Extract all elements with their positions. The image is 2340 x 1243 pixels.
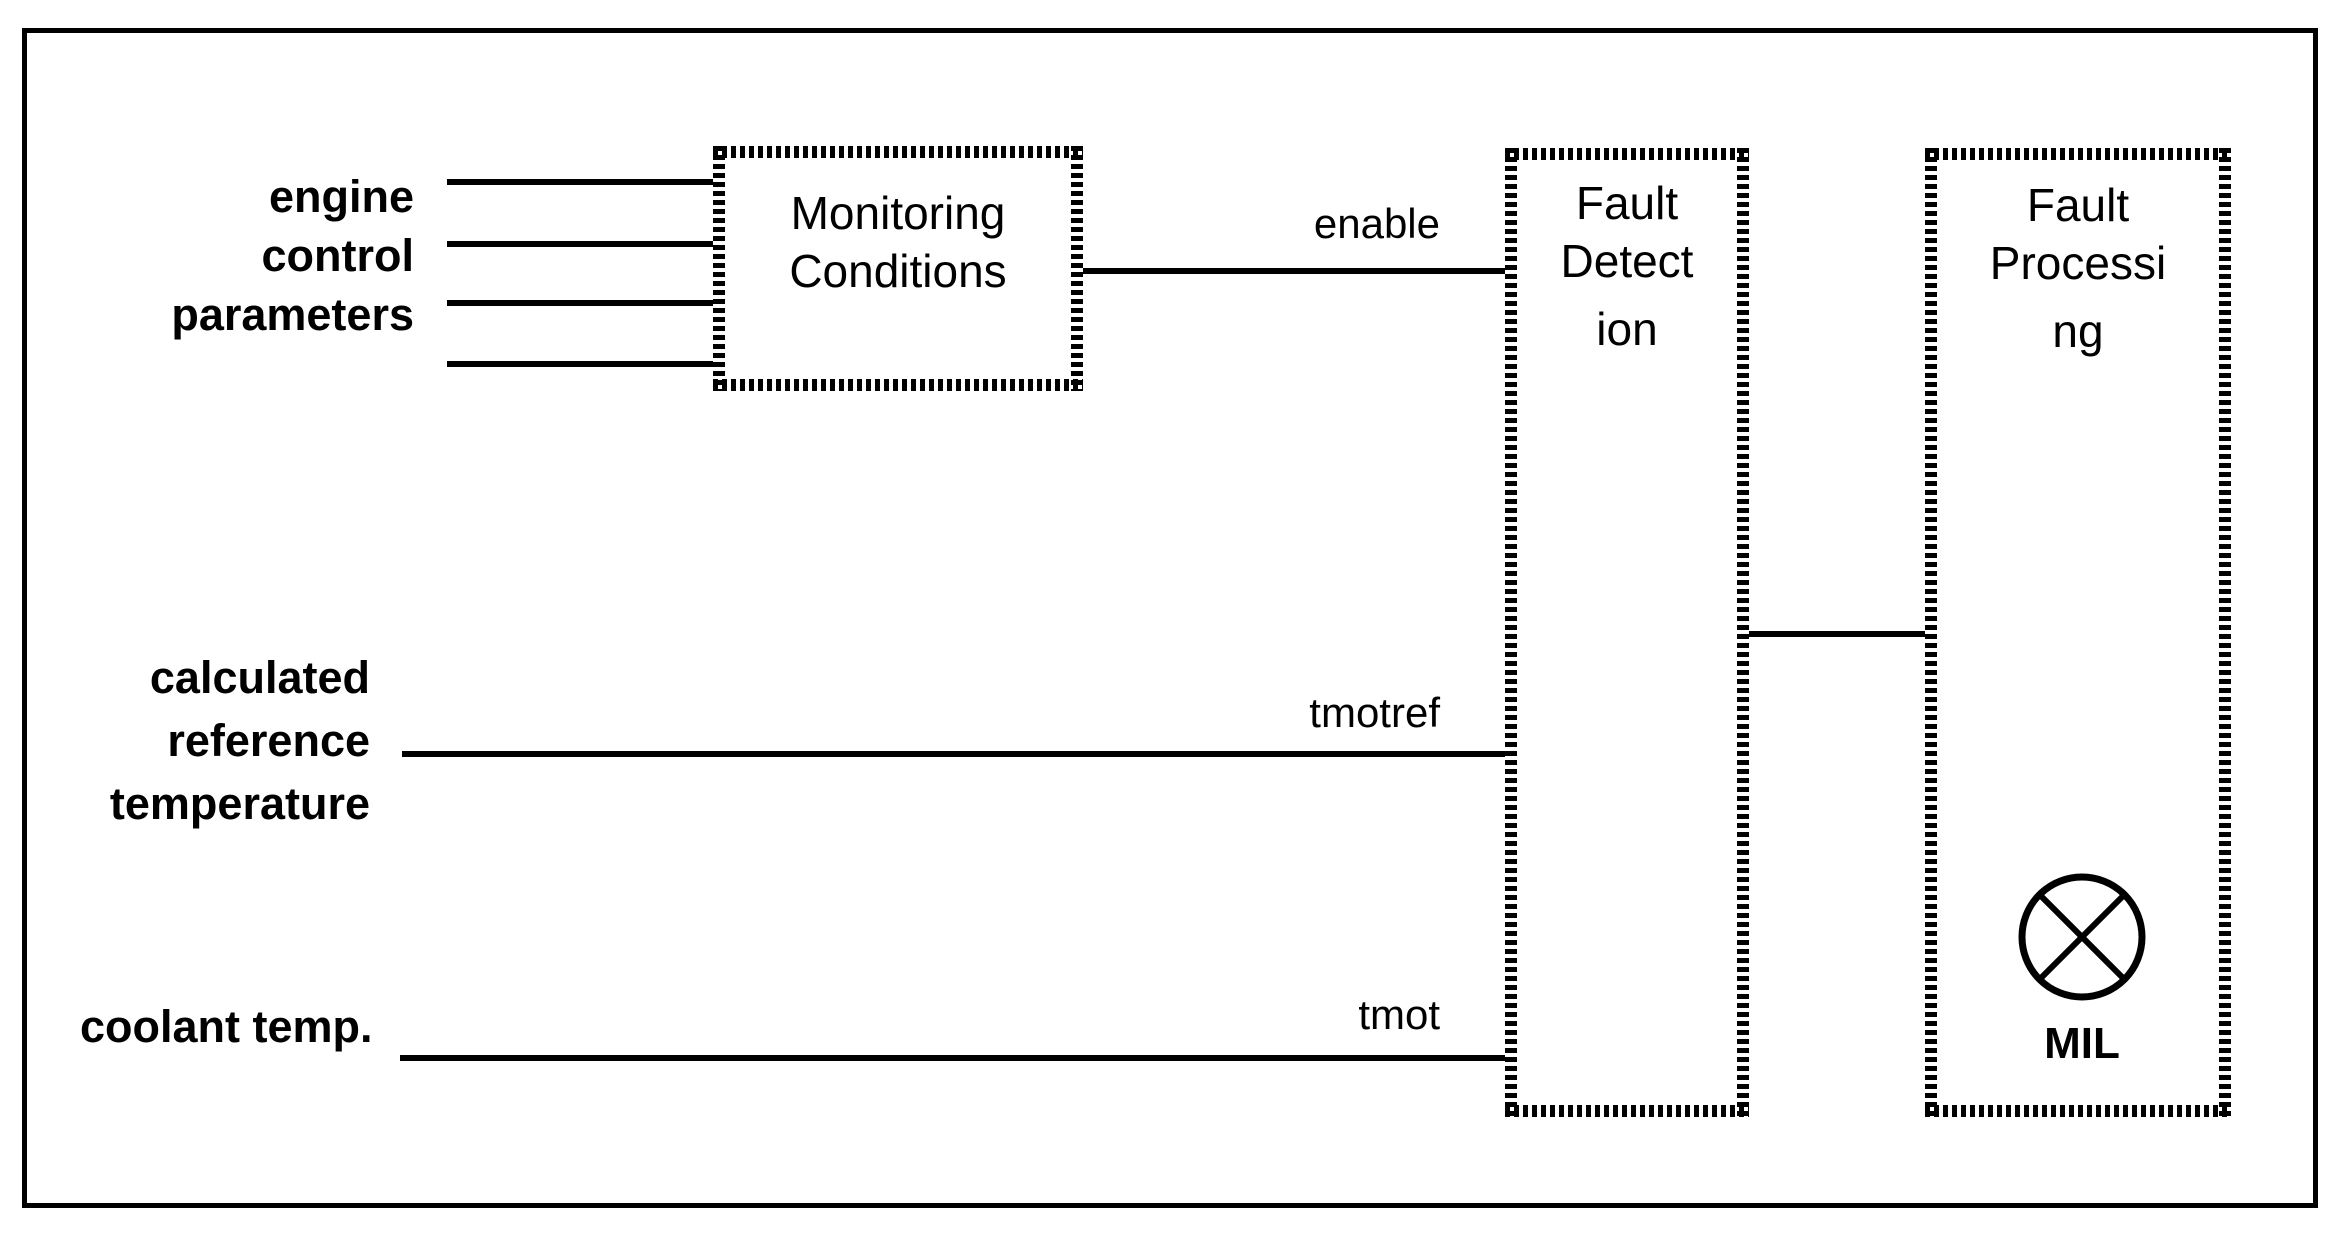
tmotref-signal-line: [402, 751, 1511, 757]
tmotref-signal-label: tmotref: [1309, 689, 1440, 736]
monitoring-conditions-title: Monitoring Conditions: [713, 146, 1083, 300]
reference-label-line: temperature: [109, 778, 370, 829]
fault-detection-block: Fault Detect ion: [1505, 148, 1749, 1117]
calculated-reference-temperature-label: calculated reference temperature: [110, 646, 370, 835]
reference-label-line: calculated: [149, 652, 370, 703]
block-title-line: Detect: [1560, 235, 1694, 287]
detection-to-processing-line: [1742, 631, 1931, 637]
block-title-line: Conditions: [789, 245, 1007, 297]
monitoring-conditions-block: Monitoring Conditions: [713, 146, 1083, 391]
tick-border-bottom: [1505, 1105, 1749, 1117]
block-title-line: Monitoring: [790, 187, 1006, 239]
block-title-line: ng: [2052, 305, 2104, 357]
tick-border-left: [713, 146, 725, 391]
tick-border-right: [1737, 148, 1749, 1117]
tmot-signal-label: tmot: [1358, 991, 1440, 1038]
block-title-line: ion: [1596, 303, 1658, 355]
engine-label-line: parameters: [171, 289, 414, 340]
engine-control-parameters-label: engine control parameters: [171, 167, 414, 344]
fault-processing-block: Fault Processi ng: [1925, 148, 2231, 1117]
enable-signal-line: [1082, 268, 1511, 274]
engine-input-line-2: [447, 241, 719, 247]
block-title-line: Fault: [1575, 177, 1679, 229]
tick-border-left: [1925, 148, 1937, 1117]
engine-input-line-3: [447, 300, 719, 306]
tick-border-top: [1505, 148, 1749, 160]
tick-border-left: [1505, 148, 1517, 1117]
coolant-temp-label: coolant temp.: [80, 1001, 373, 1052]
diagram-frame: [22, 28, 2318, 1208]
mil-label: MIL: [2044, 1019, 2120, 1068]
engine-label-line: engine: [268, 171, 414, 222]
engine-input-line-1: [447, 179, 719, 185]
block-title-line: Fault: [2026, 179, 2130, 231]
tick-border-right: [1071, 146, 1083, 391]
tick-border-top: [713, 146, 1083, 158]
block-title-line: Processi: [1989, 237, 2167, 289]
tick-border-bottom: [713, 379, 1083, 391]
reference-label-line: reference: [167, 715, 370, 766]
tick-border-right: [2219, 148, 2231, 1117]
enable-signal-label: enable: [1313, 200, 1440, 247]
engine-label-line: control: [261, 230, 415, 281]
tmot-signal-line: [400, 1055, 1511, 1061]
fault-processing-title: Fault Processi ng: [1925, 148, 2231, 360]
engine-input-line-4: [447, 361, 719, 367]
fault-detection-title: Fault Detect ion: [1505, 148, 1749, 358]
tick-border-top: [1925, 148, 2231, 160]
mil-lamp-icon: [2018, 873, 2146, 1001]
tick-border-bottom: [1925, 1105, 2231, 1117]
